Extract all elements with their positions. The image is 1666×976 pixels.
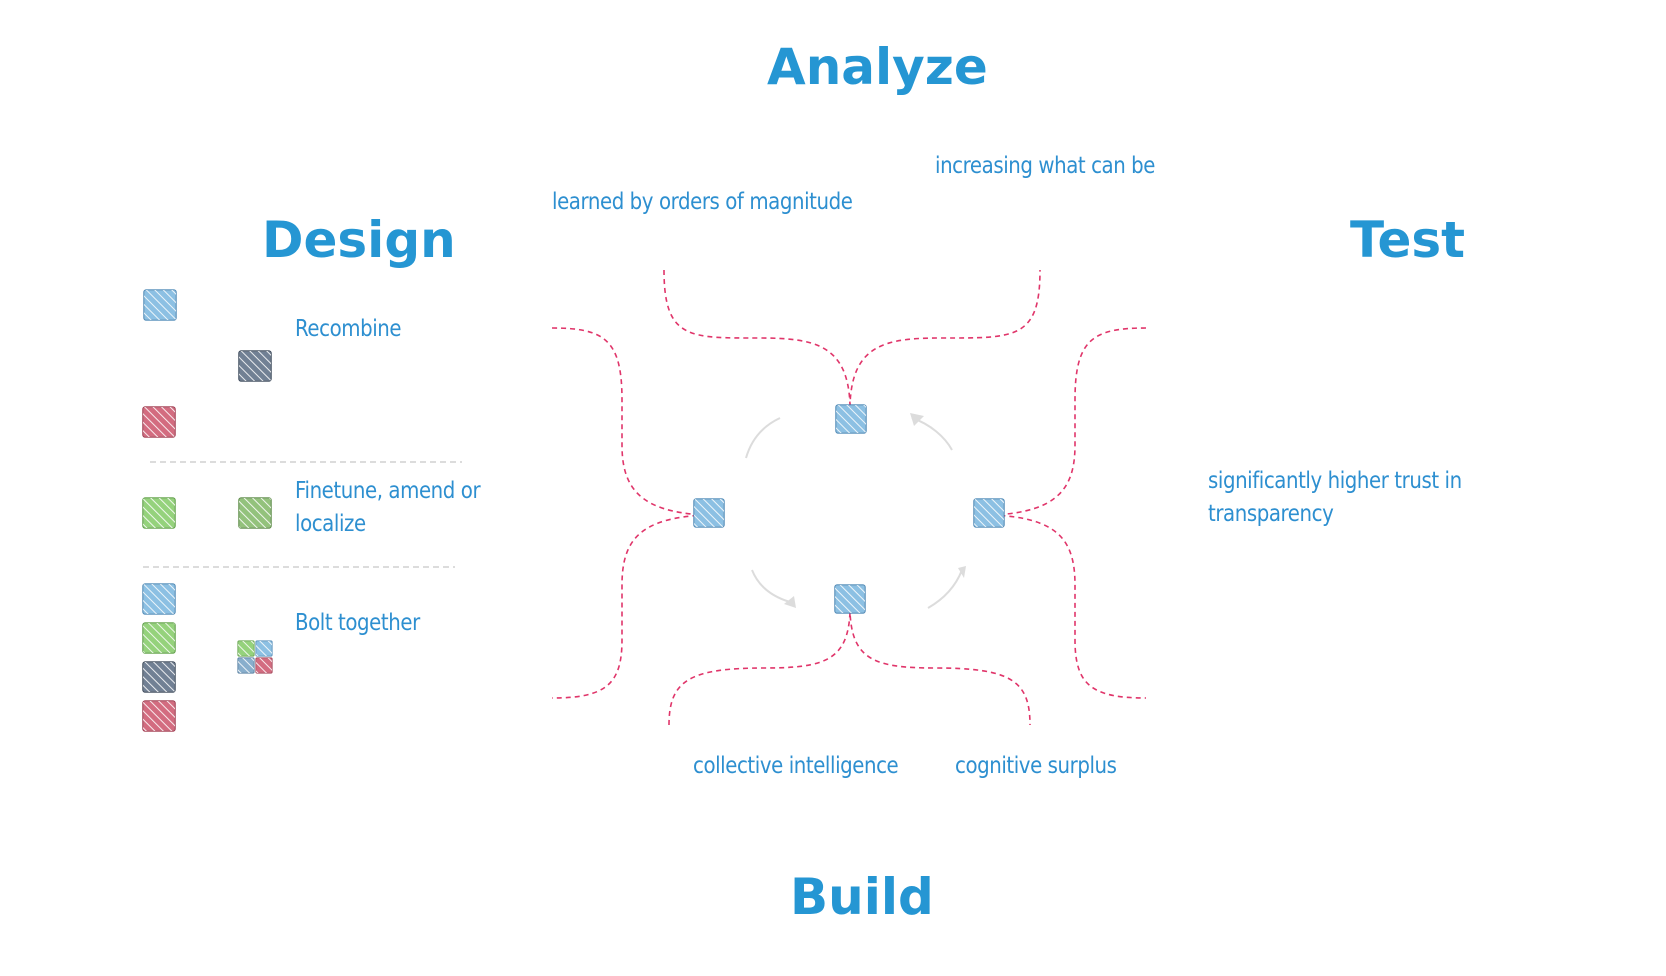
circular-arrow-icon [911, 417, 953, 451]
hatch [143, 584, 175, 614]
note-cognitive: cognitive surplus [955, 753, 1117, 779]
note-bolt: Bolt together [295, 610, 420, 636]
connector-test [992, 327, 1147, 699]
connector-analyze [663, 269, 1041, 406]
hatch [143, 623, 175, 653]
node-build-hatch [835, 585, 865, 613]
hatch [143, 701, 175, 731]
cycle-arrows [745, 417, 963, 609]
title-test: Test [1350, 211, 1466, 269]
hatch [143, 662, 175, 692]
cycle-arrowheads [784, 413, 966, 608]
connector-build [668, 611, 1031, 726]
circular-arrow-icon [751, 569, 791, 603]
arrowhead-icon [784, 596, 796, 608]
hatch [239, 351, 271, 381]
hatch [143, 498, 175, 528]
block-group [142, 289, 1005, 732]
composite-block [237, 640, 273, 674]
hatch [143, 407, 175, 437]
arrowhead-icon [910, 413, 924, 426]
note-increasing: increasing what can be [935, 153, 1156, 179]
connector-design [551, 327, 706, 699]
connector-group [551, 269, 1147, 726]
note-trust: significantly higher trust in transparen… [1208, 468, 1462, 528]
circular-arrow-icon [927, 569, 963, 609]
arrowhead-icon [958, 566, 966, 578]
hatch [144, 290, 176, 320]
title-design: Design [262, 211, 456, 269]
circular-arrow-icon [745, 417, 781, 459]
title-build: Build [790, 868, 934, 926]
node-analyze-hatch [836, 405, 866, 433]
note-learned: learned by orders of magnitude [552, 189, 853, 215]
note-collective: collective intelligence [693, 753, 899, 779]
note-recombine: Recombine [295, 316, 402, 342]
node-test-hatch [974, 499, 1004, 527]
note-finetune: Finetune, amend or localize [295, 478, 481, 538]
hatch [239, 498, 271, 528]
title-analyze: Analyze [767, 38, 988, 96]
node-design-hatch [694, 499, 724, 527]
